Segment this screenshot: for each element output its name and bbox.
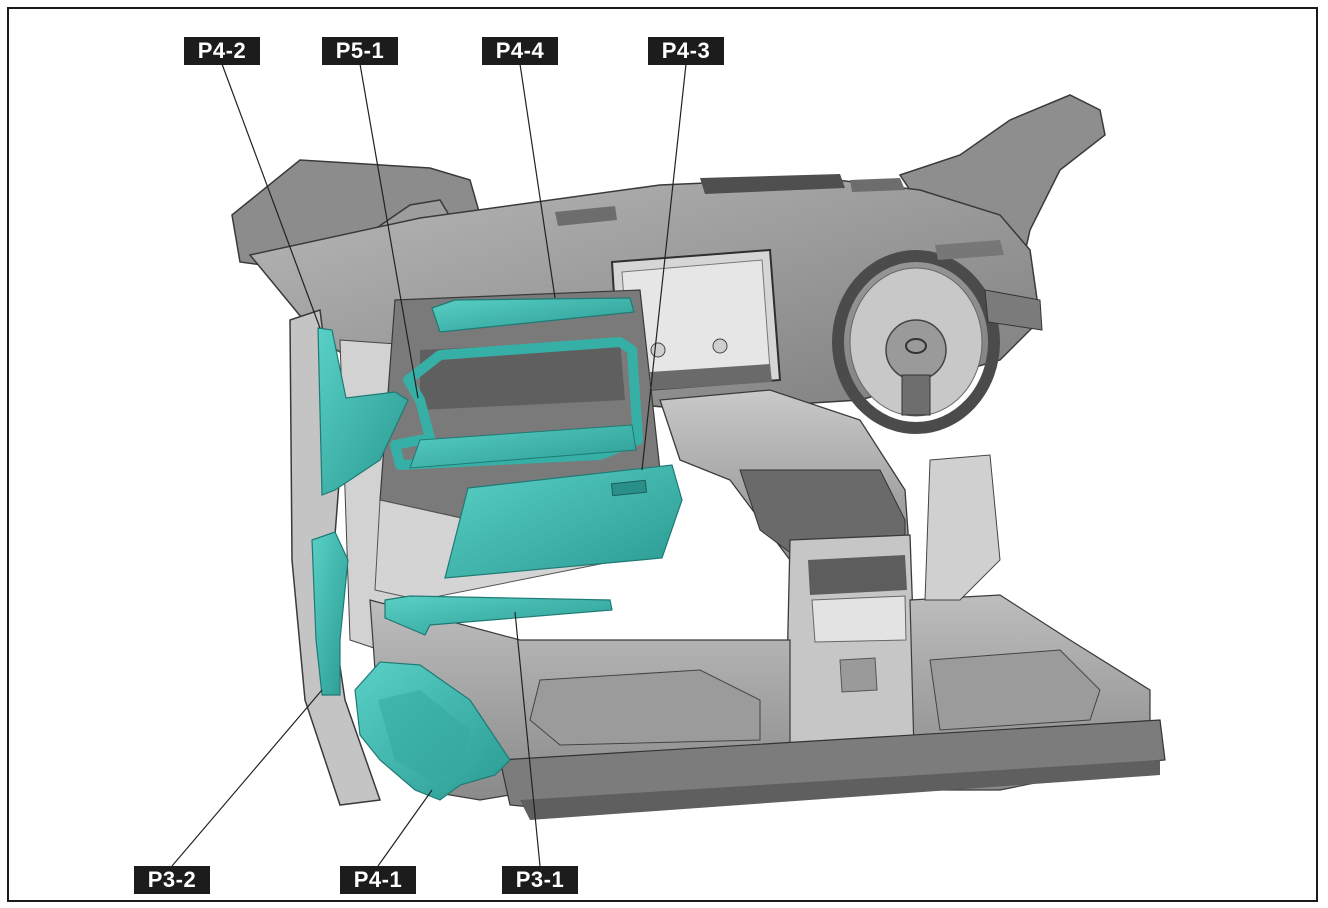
leader-p3-1: [514, 611, 541, 867]
right-vents: [935, 240, 1043, 331]
part-p5-1: [390, 337, 643, 470]
callout-p4-1: P4-1: [340, 866, 416, 894]
part-p3-1: [384, 595, 613, 636]
highlighted-parts: [311, 297, 683, 801]
center-display: [610, 248, 782, 394]
leader-p4-3: [641, 63, 687, 471]
floor-pan: [369, 594, 1166, 820]
part-p4-4: [431, 297, 635, 333]
leader-p5-1: [359, 63, 419, 399]
part-p3-2: [311, 531, 349, 696]
callout-p4-2: P4-2: [184, 37, 260, 65]
leader-p4-1: [377, 789, 433, 867]
leader-lines: [171, 63, 687, 867]
leader-p4-2: [221, 63, 321, 329]
steering-wheel: [832, 250, 1000, 434]
leader-p3-2: [171, 689, 323, 867]
callout-p3-1: P3-1: [502, 866, 578, 894]
callout-p3-2: P3-2: [134, 866, 210, 894]
callout-p4-4: P4-4: [482, 37, 558, 65]
callout-p4-3: P4-3: [648, 37, 724, 65]
callout-p5-1: P5-1: [322, 37, 398, 65]
leader-p4-4: [519, 63, 556, 299]
part-p4-2: [317, 327, 409, 496]
right-panel: [924, 454, 1001, 601]
center-console: [659, 389, 919, 796]
